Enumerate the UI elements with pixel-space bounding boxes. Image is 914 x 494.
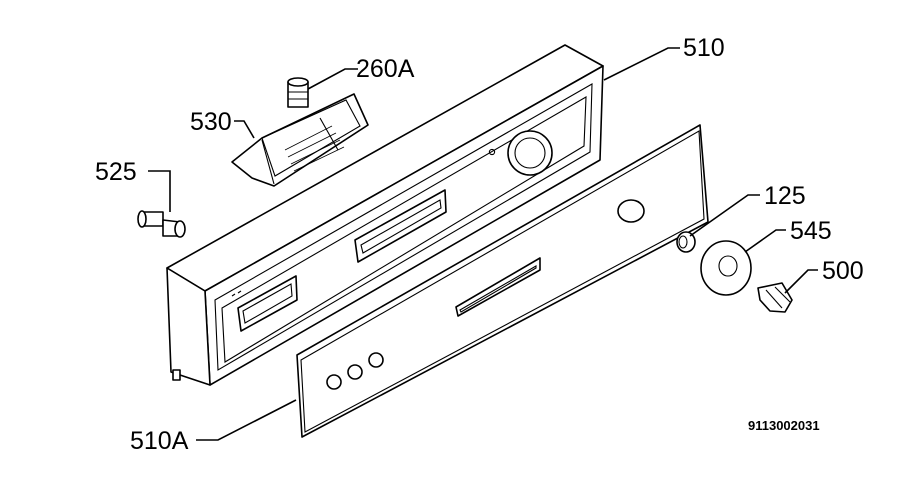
label-510a: 510A (130, 427, 189, 455)
label-525: 525 (95, 158, 137, 186)
label-545: 545 (790, 217, 832, 245)
drawing-code: 9113002031 (748, 418, 820, 433)
part-510a-facia-strip (296, 124, 709, 438)
leader-lines (148, 47, 818, 441)
label-510: 510 (683, 34, 725, 62)
part-260a-bushing (287, 77, 309, 108)
part-510-control-panel (166, 44, 604, 386)
label-125: 125 (764, 182, 806, 210)
label-500: 500 (822, 257, 864, 285)
label-530: 530 (190, 108, 232, 136)
part-545-knob-disc (700, 240, 752, 296)
part-525-screw (137, 210, 186, 238)
part-530-bracket (231, 93, 369, 187)
part-125-spacer (676, 231, 696, 253)
label-260a: 260A (356, 55, 415, 83)
part-500-knob (757, 282, 793, 313)
